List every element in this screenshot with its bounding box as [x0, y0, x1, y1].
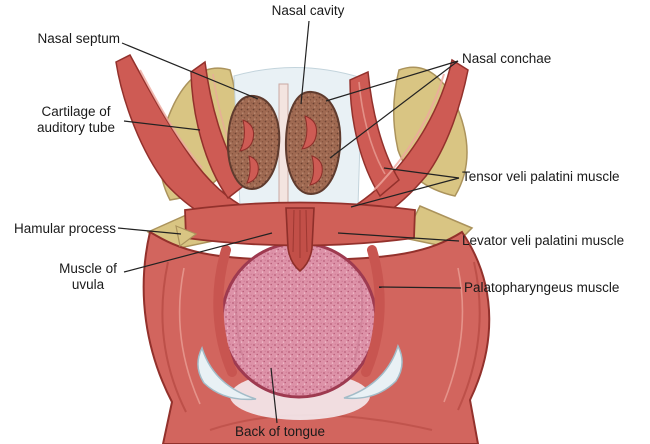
left-concha-shape — [226, 94, 281, 191]
label-back-of-tongue: Back of tongue — [234, 424, 326, 439]
leader-hamular — [117, 227, 182, 235]
hamulus-hook-shape — [175, 225, 198, 248]
leader-muscle-uvula — [123, 232, 273, 273]
label-hamular-process: Hamular process — [13, 221, 116, 236]
label-cartilage-of-auditory-tube: Cartilage of auditory tube — [36, 104, 116, 136]
leader-nasal-cavity — [300, 20, 310, 105]
nasal-conchae-shapes — [226, 90, 342, 196]
leader-tensor-upper — [383, 167, 460, 179]
leader-nasal-conchae-upper — [325, 60, 459, 102]
leader-nasal-septum — [121, 42, 259, 100]
leader-back-tongue — [270, 367, 278, 424]
label-nasal-septum: Nasal septum — [37, 31, 120, 46]
leader-nasal-conchae-lower — [329, 60, 459, 159]
leader-tensor-lower — [350, 177, 460, 208]
label-levator-veli-palatini-muscle: Levator veli palatini muscle — [462, 233, 625, 248]
palatopharyngeal-arches — [213, 245, 385, 377]
leader-levator — [337, 232, 460, 242]
label-palatopharyngeus-muscle: Palatopharyngeus muscle — [464, 280, 620, 295]
label-tensor-veli-palatini-muscle: Tensor veli palatini muscle — [462, 169, 620, 184]
leader-palatopharyngeus — [378, 286, 462, 289]
label-muscle-of-uvula: Muscle of uvula — [59, 261, 117, 293]
label-nasal-conchae: Nasal conchae — [462, 51, 552, 66]
leader-lines — [117, 20, 462, 424]
leader-cartilage-auditory — [123, 120, 201, 131]
label-nasal-cavity: Nasal cavity — [271, 3, 345, 18]
